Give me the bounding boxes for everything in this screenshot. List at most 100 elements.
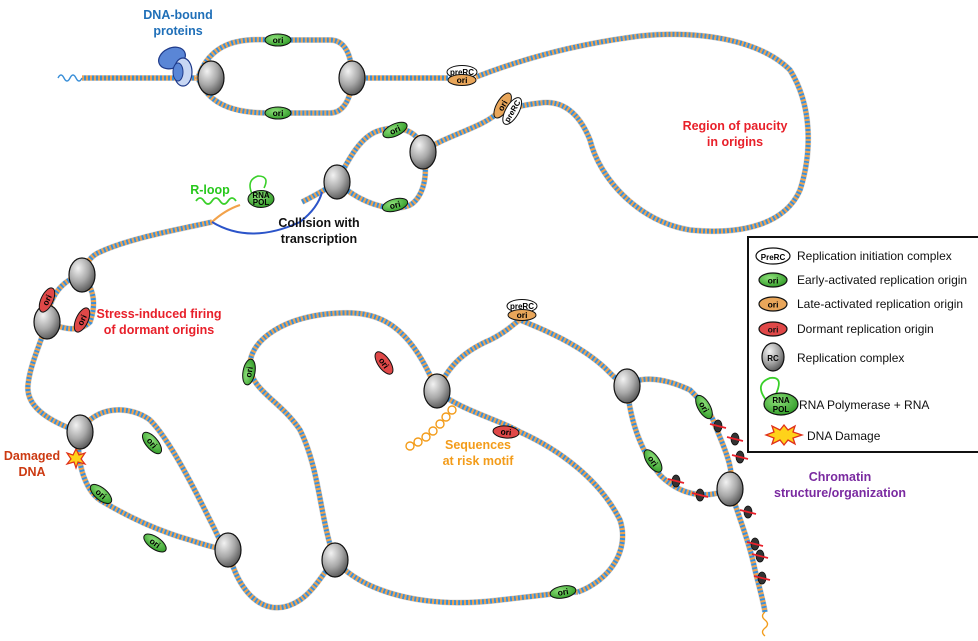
r-loop-rna (195, 197, 237, 205)
dna-strand-orange (624, 385, 732, 498)
dna-strand-orange (335, 151, 428, 211)
dna-strand-orange (225, 549, 337, 611)
label-sequences-risk-line1: Sequences (445, 438, 511, 452)
ori-shape (143, 533, 167, 553)
dna-strand-orange (518, 429, 626, 595)
early-ori-marker: ori (695, 394, 713, 420)
label-stress-firing: Stress-induced firing of dormant origins (96, 307, 221, 337)
legend-text-rc: Replication complex (797, 351, 904, 365)
label-r-loop: R-loop (190, 183, 230, 197)
chromatin-mark-line (691, 492, 709, 498)
label-collision-line2: transcription (281, 232, 357, 246)
dna-tail-orange (761, 611, 769, 637)
label-stress-firing-line1: Stress-induced firing (96, 307, 221, 321)
prerc-mid-text: preRC (510, 302, 534, 311)
dna-strand-orange (300, 179, 339, 205)
early-ori-marker: ori (381, 197, 409, 213)
ori-shape (264, 33, 292, 47)
early-ori-icon: ori (758, 272, 788, 288)
ori-text: ori (273, 35, 284, 45)
dna-strand-orange (475, 31, 811, 234)
dna-strand-blue (25, 321, 81, 435)
dormant-ori-marker: ori (73, 307, 91, 333)
chromatin-markers (667, 419, 771, 585)
label-dna-bound-proteins-line2: proteins (153, 24, 202, 38)
dna-strand-blue (225, 549, 337, 611)
early-ori-marker: ori (264, 33, 292, 47)
dna-bound-proteins-icon (158, 46, 193, 87)
chromatin-marker (691, 488, 709, 502)
ori-shape (643, 449, 663, 473)
chromatin-mark-line (726, 436, 744, 442)
early-ori-marker: ori (643, 449, 663, 473)
dormant-ori-marker: ori (492, 425, 520, 439)
rna-polymerase-icon: RNA POL (247, 175, 275, 208)
early-ori-marker: ori (89, 483, 113, 505)
label-damaged-dna: Damaged DNA (4, 449, 60, 479)
r-loop-strand-orange (211, 203, 241, 223)
ori-text: ori (273, 108, 284, 118)
label-dna-bound-proteins-line1: DNA-bound (143, 8, 212, 22)
dna-strand-orange (25, 321, 81, 435)
dna-strand-orange (45, 273, 97, 332)
legend-prerc-text: PreRC (761, 253, 786, 262)
replication-complex (613, 368, 641, 404)
rna-pol-icon: RNA POL (760, 376, 799, 416)
late-ori-mid-text: ori (517, 310, 528, 320)
legend-pol-text: POL (773, 405, 790, 414)
prerc-top: preRC ori (446, 65, 478, 86)
ori-shape (695, 394, 713, 420)
label-chromatin: Chromatin structure/organization (774, 470, 906, 500)
dna-strand-blue (475, 31, 811, 234)
label-stress-firing-line2: of dormant origins (104, 323, 214, 337)
replication-complex (68, 257, 96, 293)
ori-shape (73, 307, 91, 333)
replication-complex (197, 60, 225, 96)
ori-shape (264, 106, 292, 120)
ori-shape (382, 121, 408, 139)
label-chromatin-line1: Chromatin (809, 470, 872, 484)
early-ori-marker: ori (264, 106, 292, 120)
dna-strand-orange (727, 488, 768, 613)
dna-damage-legend-icon (764, 423, 805, 447)
chromatin-marker (726, 432, 744, 446)
dormant-ori-marker: ori (38, 287, 56, 313)
early-ori-marker: ori (141, 431, 163, 455)
r-loop-strand-blue (211, 191, 323, 235)
label-dna-bound-proteins: DNA-bound proteins (143, 8, 212, 38)
label-damaged-dna-line2: DNA (18, 465, 45, 479)
label-region-paucity-line1: Region of paucity (683, 119, 788, 133)
dna-strand-backbone (246, 309, 440, 562)
legend-early-ori-text: ori (768, 276, 779, 286)
rna-pol-pol-text: POL (253, 198, 270, 207)
chromatin-marker (739, 505, 757, 519)
prerc-middle: preRC ori (506, 299, 538, 321)
label-region-paucity-line2: in origins (707, 135, 763, 149)
replication-origins: orioriorioriorioriorioriorioriorioriorio… (38, 33, 713, 599)
chromatin-mark-line (667, 478, 685, 484)
dormant-ori-marker: ori (374, 351, 394, 375)
label-sequences-risk: Sequences at risk motif (443, 438, 515, 468)
legend-rna-text: RNA (772, 396, 790, 405)
legend: PreRC ori ori ori RC RNA POL (747, 236, 978, 453)
replication-complex (323, 164, 351, 200)
early-ori-marker: ori (382, 121, 408, 139)
ori-shape (381, 197, 409, 213)
replication-complexes (33, 60, 744, 578)
label-chromatin-line2: structure/organization (774, 486, 906, 500)
replication-complex (338, 60, 366, 96)
late-ori-top-text: ori (457, 75, 468, 85)
ori-shape (492, 425, 520, 439)
dormant-ori-icon: ori (758, 321, 788, 337)
dna-strand-blue (519, 317, 628, 389)
ori-text: ori (243, 366, 255, 378)
legend-text-dna-damage: DNA Damage (807, 429, 881, 443)
legend-late-ori-text: ori (768, 300, 779, 310)
prerc-top-text: preRC (450, 68, 474, 77)
dna-strand-orange (247, 310, 440, 561)
dna-strand-orange (77, 407, 229, 553)
replication-complex (321, 542, 349, 578)
rc-icon: RC (761, 342, 785, 372)
prerc-icon: PreRC (755, 247, 791, 265)
